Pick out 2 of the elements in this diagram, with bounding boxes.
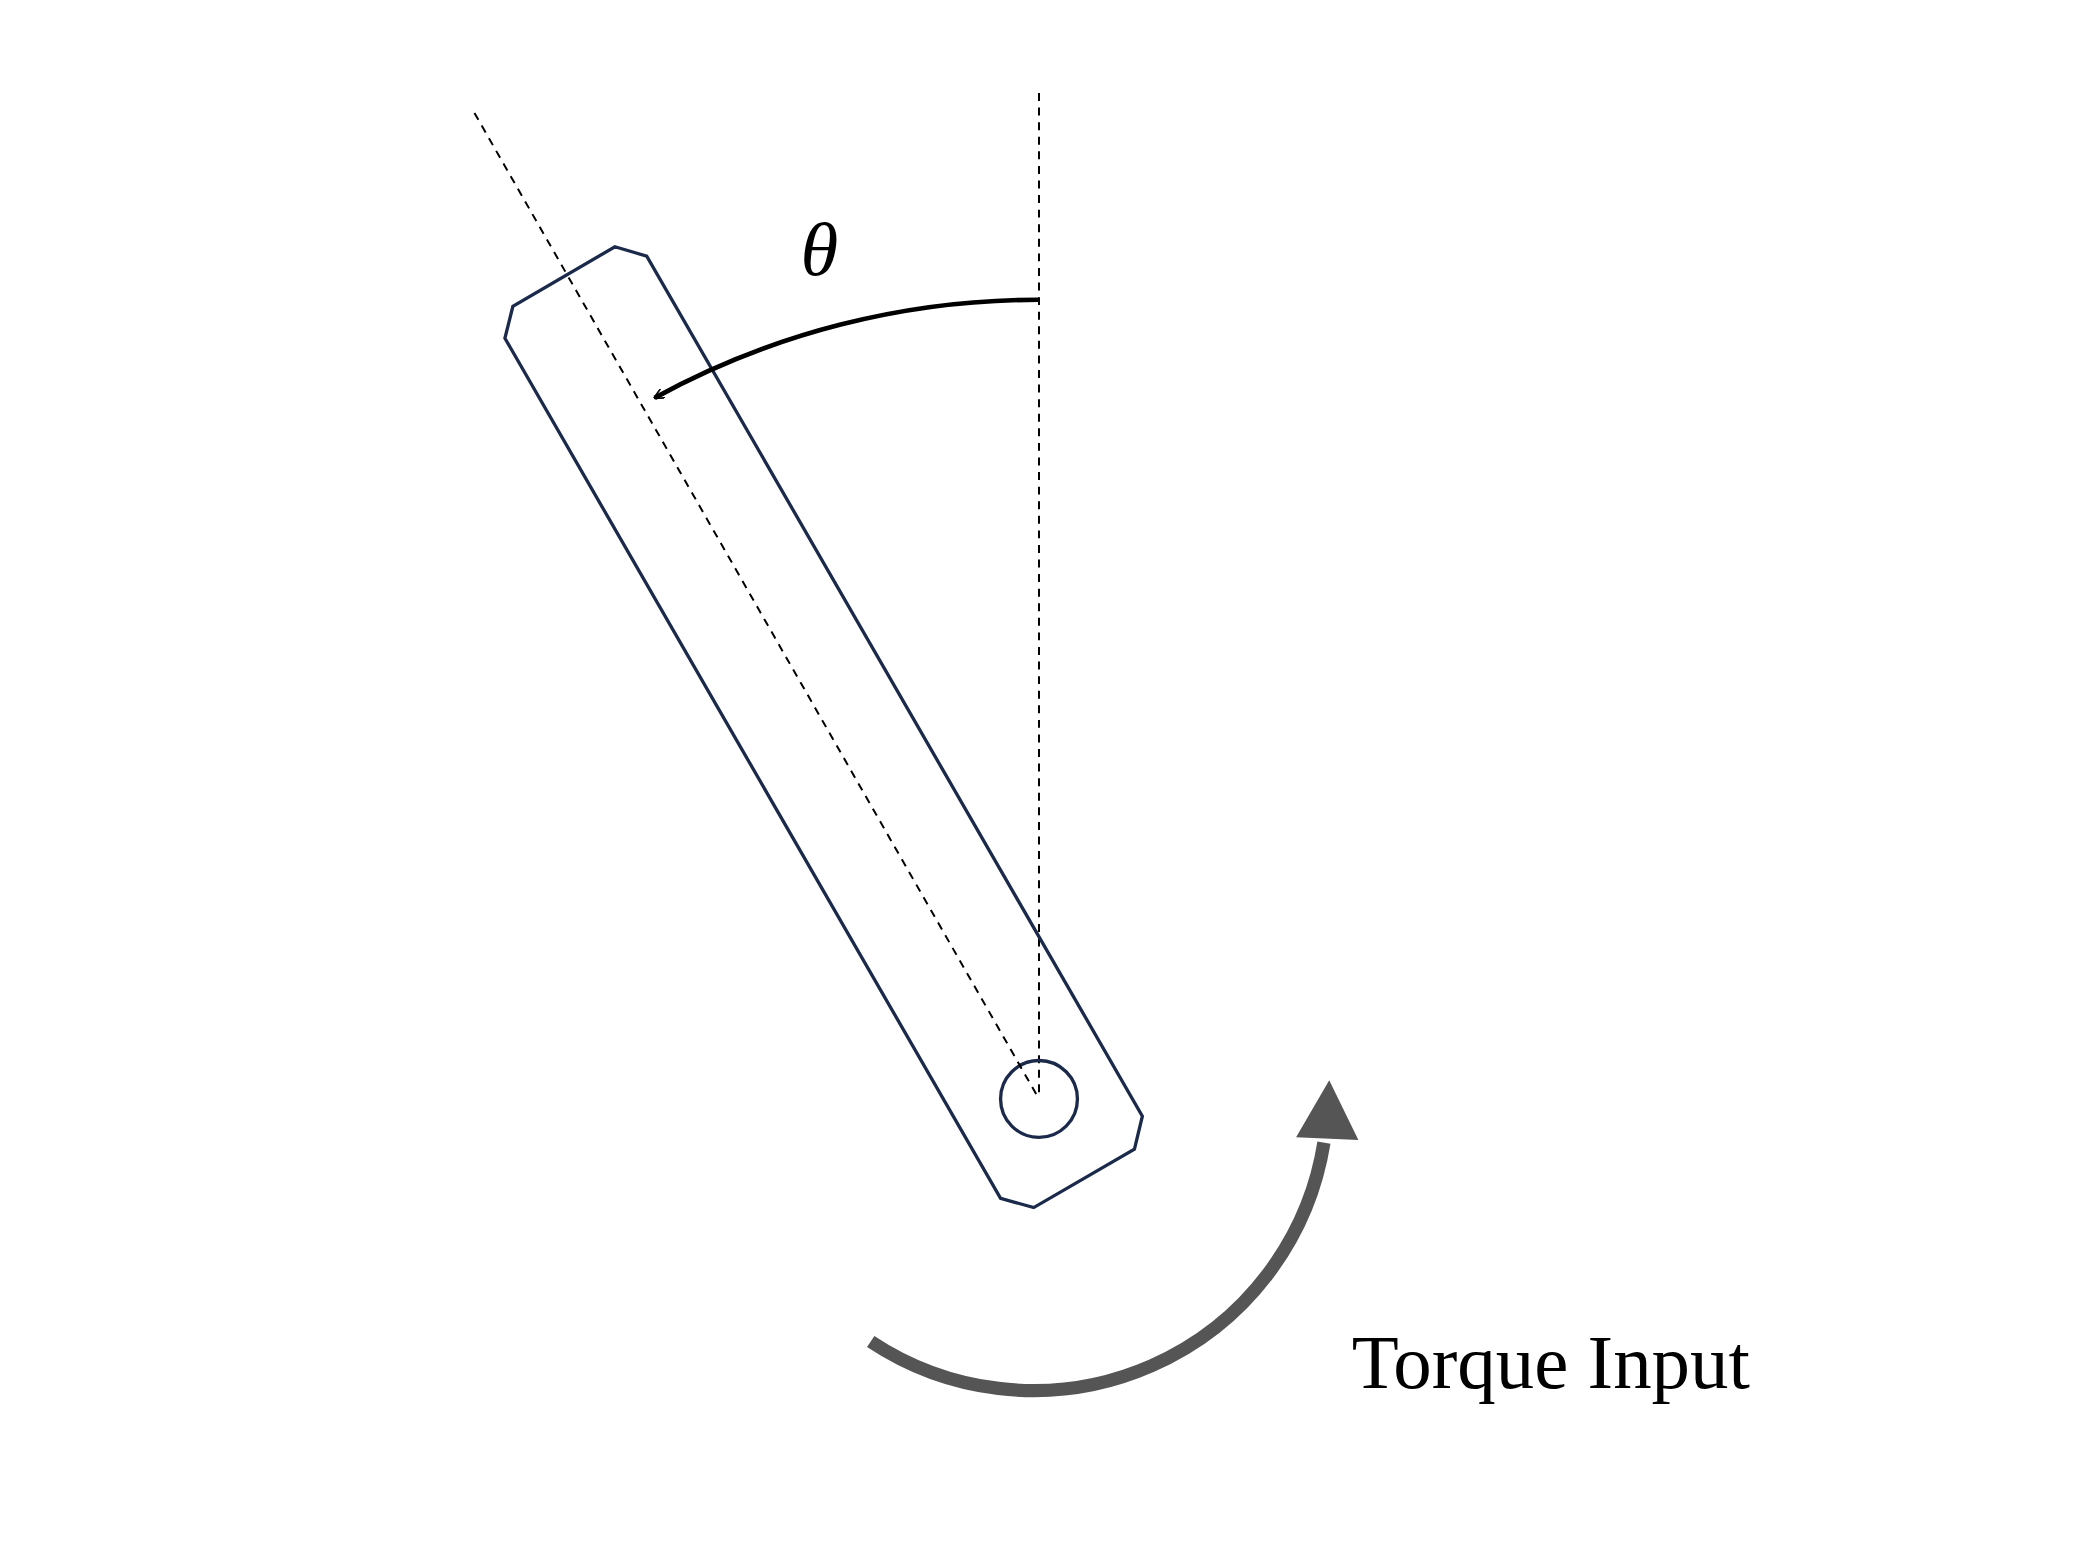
torque-label: Torque Input xyxy=(1351,1325,1750,1403)
angle-symbol: θ xyxy=(800,212,839,289)
